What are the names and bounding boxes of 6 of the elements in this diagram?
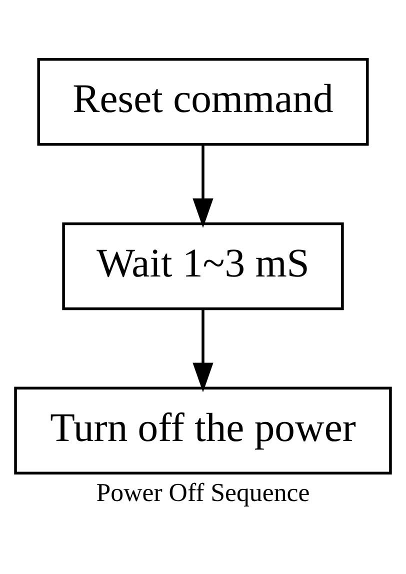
node-box: Reset command xyxy=(37,58,369,146)
arrow xyxy=(192,144,214,228)
caption: Power Off Sequence xyxy=(96,478,310,507)
node-box: Wait 1~3 mS xyxy=(62,222,344,310)
arrow xyxy=(192,308,214,392)
node-box: Turn off the power xyxy=(14,386,392,474)
